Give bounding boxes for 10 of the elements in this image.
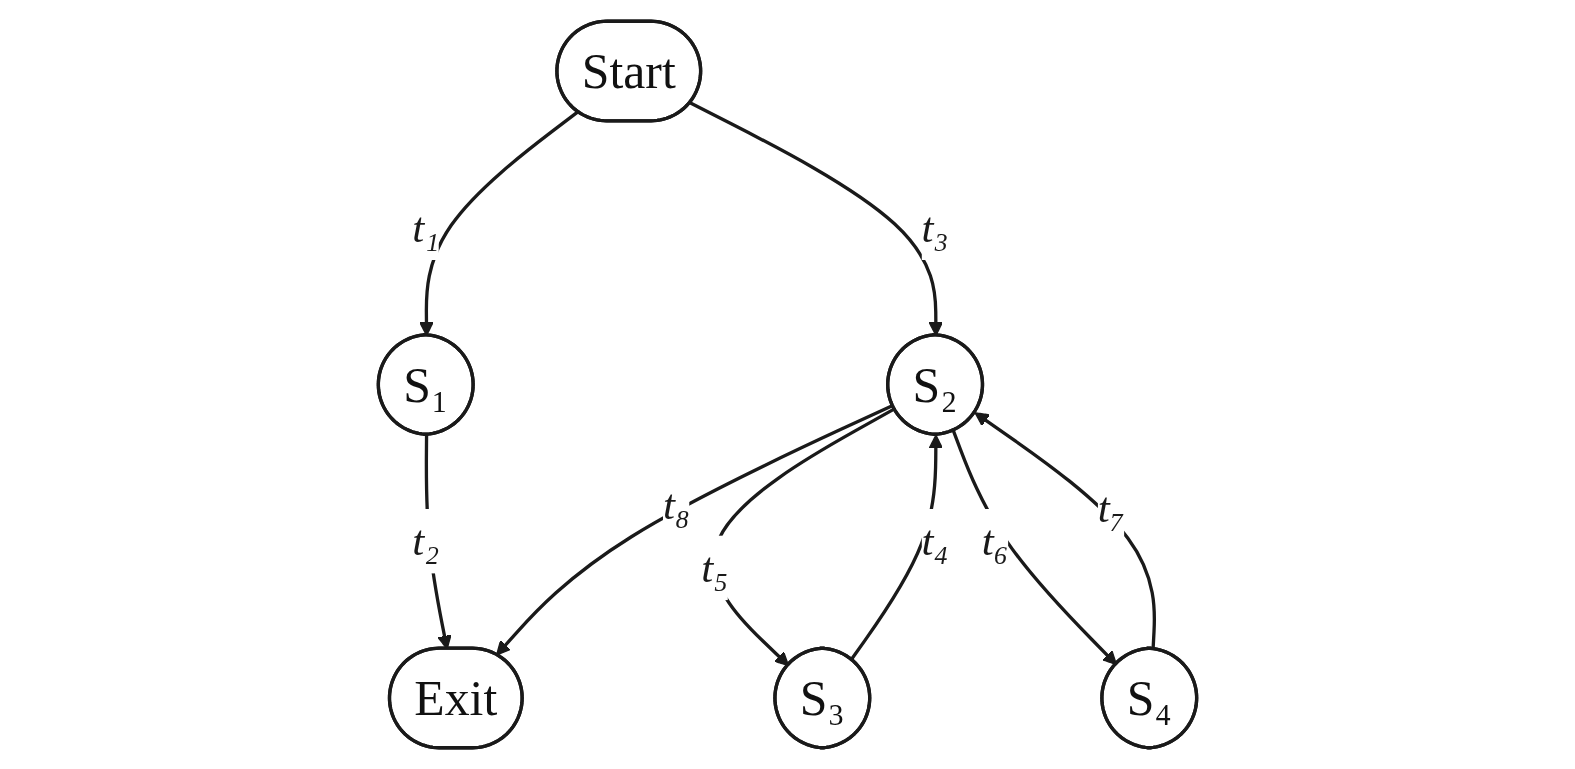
edge-label: t₄ [921, 517, 949, 566]
arrow [974, 412, 1157, 650]
edge-label: t₇ [1097, 483, 1125, 533]
edge-label: t₅ [701, 543, 729, 592]
arrow [951, 430, 1118, 666]
edge-label: t₃ [921, 203, 949, 252]
edge-label: t₆ [981, 517, 1009, 566]
edge-label: t₁ [412, 203, 440, 252]
edge-label: t₈ [662, 481, 690, 530]
edge-label: t₂ [412, 517, 440, 566]
